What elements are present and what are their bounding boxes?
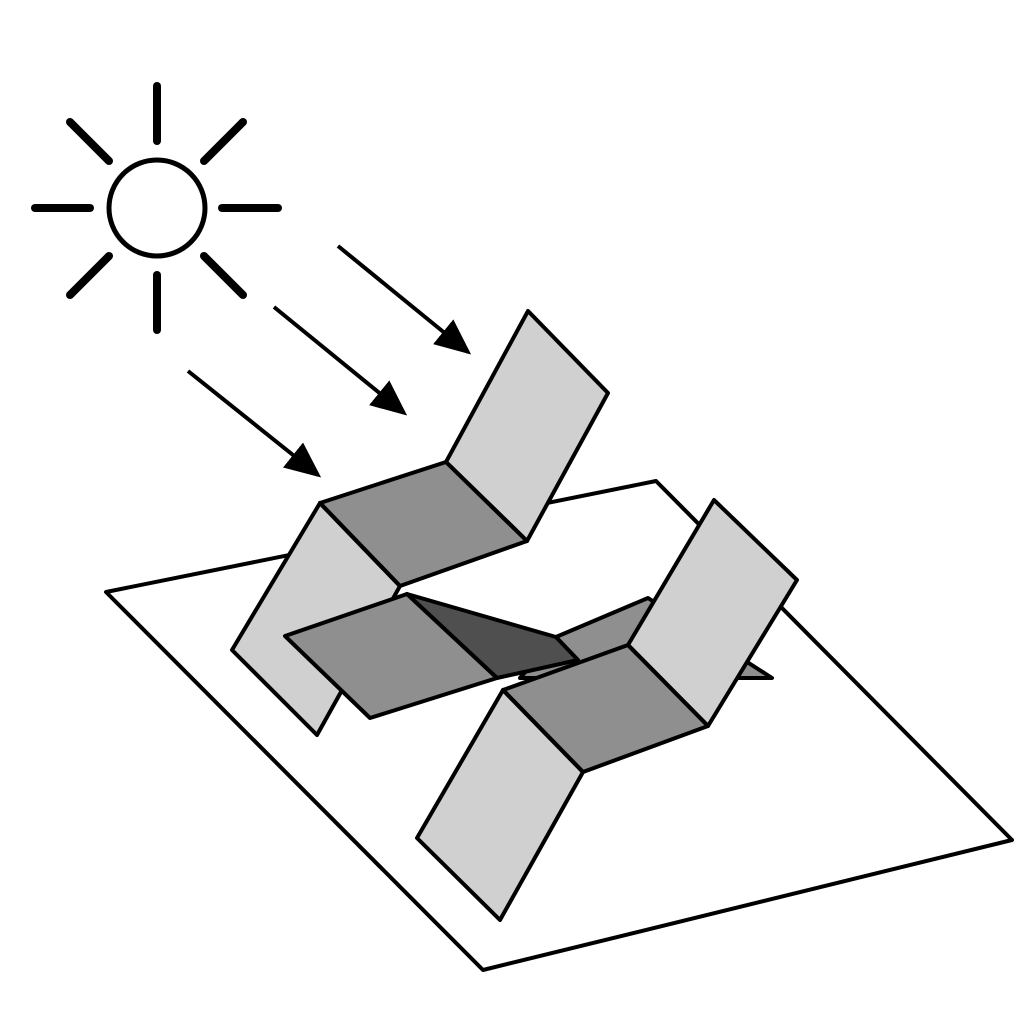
lower-left-band xyxy=(283,592,499,720)
lower-fold-right xyxy=(626,643,710,728)
lower-folded-panel xyxy=(415,498,799,922)
sun-ray-arrows xyxy=(186,244,472,478)
upper-folded-panel xyxy=(230,309,610,737)
sun-icon xyxy=(31,82,282,334)
light-arrow-3 xyxy=(186,369,322,478)
lower-fold-left xyxy=(501,688,585,774)
upper-fold-right xyxy=(444,460,529,543)
light-arrow-1 xyxy=(336,244,472,355)
upper-fold-left xyxy=(318,501,402,588)
sun-rays xyxy=(31,82,282,334)
sun-disc xyxy=(106,157,208,259)
light-arrow-2 xyxy=(272,305,408,416)
